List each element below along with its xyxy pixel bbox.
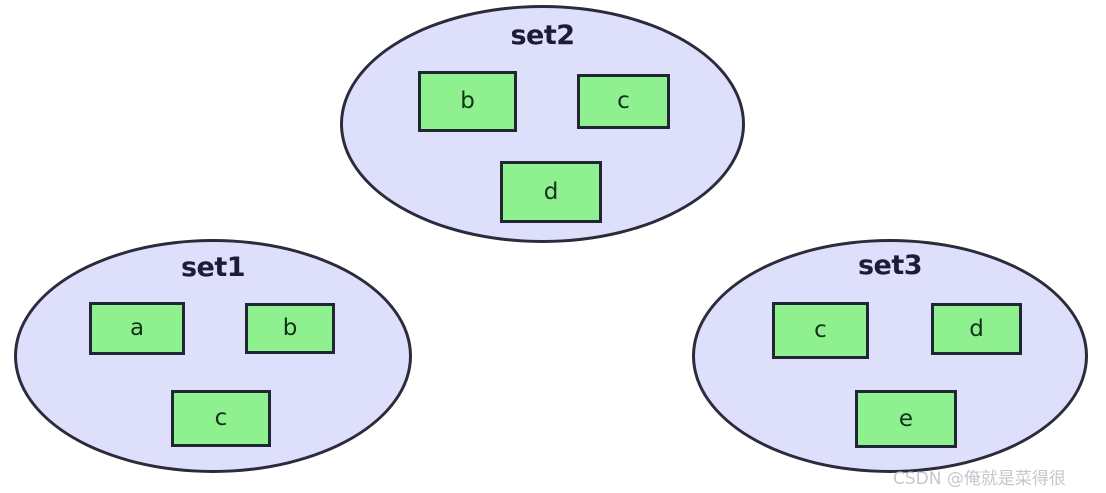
element-box-set1-a: a	[89, 302, 185, 355]
set-ellipse-set3	[692, 239, 1088, 473]
element-box-set3-d: d	[931, 303, 1022, 355]
element-box-set3-c: c	[772, 302, 869, 359]
element-box-set2-b: b	[418, 71, 517, 132]
element-box-set1-b: b	[245, 303, 335, 354]
element-box-set3-e: e	[855, 390, 957, 448]
set-label-set1: set1	[180, 252, 246, 283]
element-box-set2-c: c	[577, 74, 670, 129]
watermark: CSDN @俺就是菜得很	[893, 469, 1066, 489]
set-label-set3: set3	[857, 250, 923, 281]
element-box-set1-c: c	[171, 390, 271, 447]
set-label-set2: set2	[510, 20, 575, 51]
element-box-set2-d: d	[500, 161, 602, 223]
